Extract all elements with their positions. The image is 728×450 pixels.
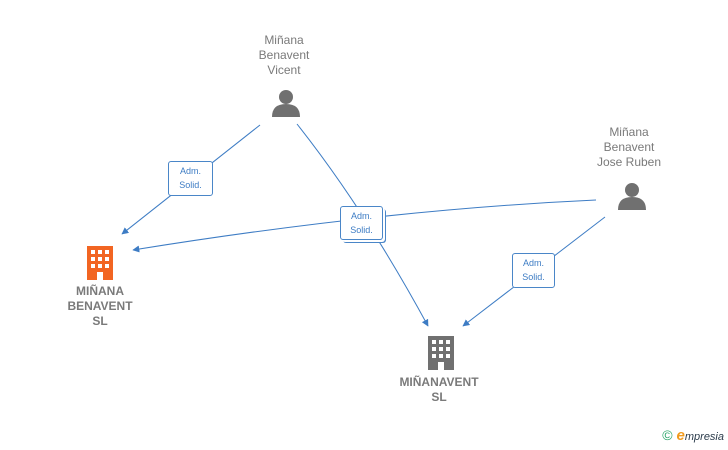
empresia-logo-icon: e <box>676 427 685 444</box>
person-label-vicent[interactable]: Miñana Benavent Vicent <box>258 33 310 77</box>
person-icon[interactable] <box>271 89 301 117</box>
edge-label-adm-solid: Adm. Solid. <box>340 206 383 240</box>
company-label-minanavent-sl[interactable]: MIÑANAVENT SL <box>399 375 479 404</box>
building-icon[interactable] <box>84 244 116 280</box>
edge-label-adm-solid: Adm. Solid. <box>168 161 213 196</box>
brand-name: mpresia <box>684 431 724 443</box>
edge-label-adm-solid: Adm. Solid. <box>512 253 555 288</box>
building-icon[interactable] <box>425 334 457 370</box>
empresia-watermark: ©empresia <box>662 427 724 444</box>
copyright-symbol: © <box>662 427 673 443</box>
person-label-jose-ruben[interactable]: Miñana Benavent Jose Ruben <box>596 125 662 169</box>
person-icon[interactable] <box>617 182 647 210</box>
company-label-minana-benavent-sl[interactable]: MIÑANA BENAVENT SL <box>67 284 133 328</box>
